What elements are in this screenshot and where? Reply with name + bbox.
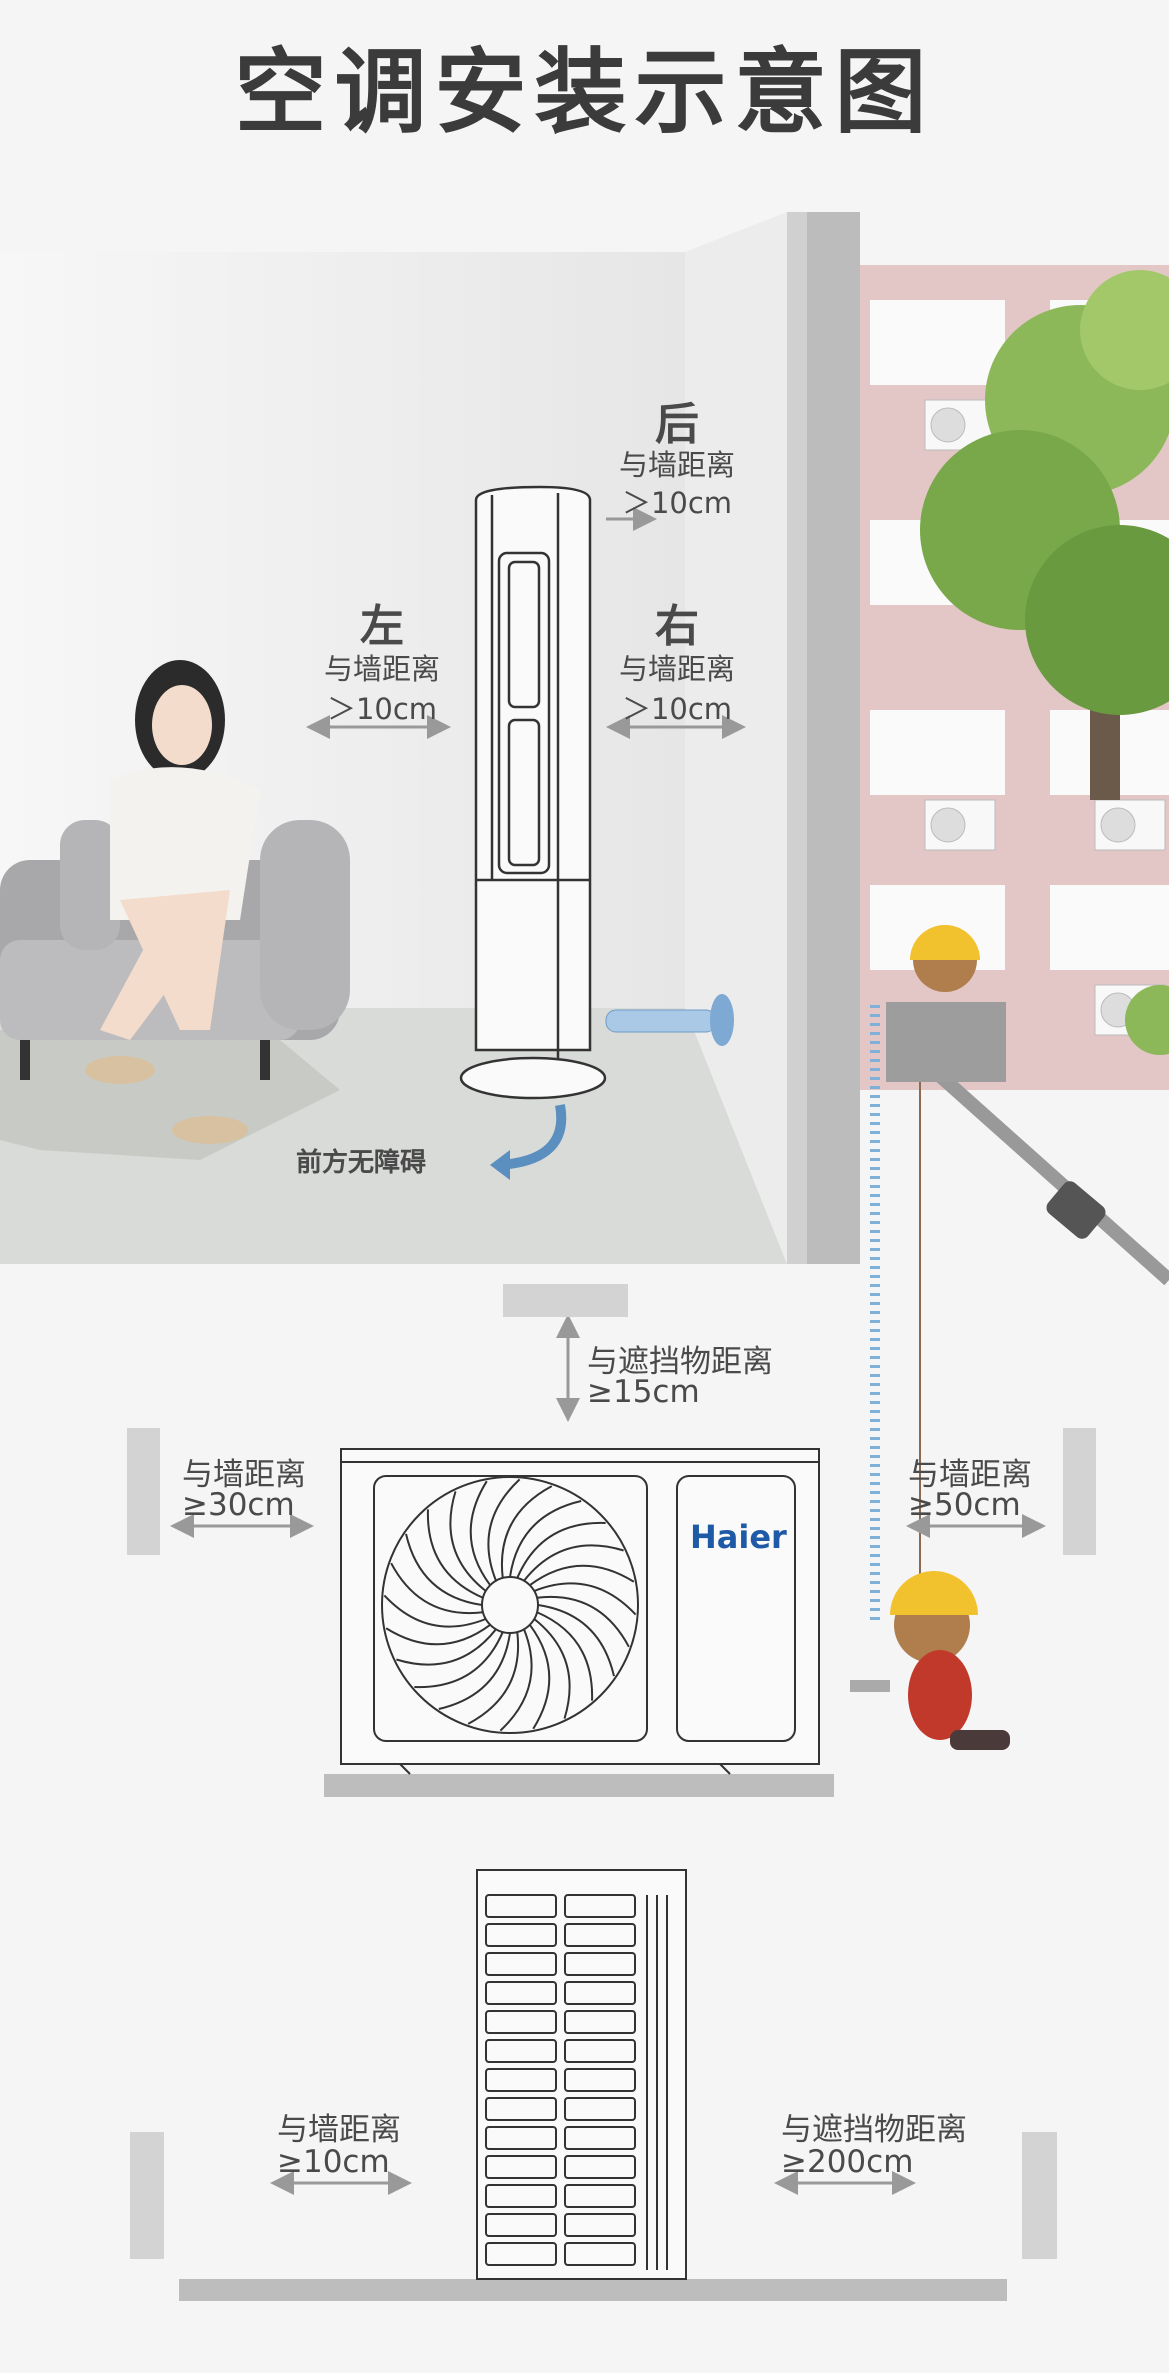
fan-blade [500,1485,553,1579]
grille-slot [485,2068,557,2092]
grille-slot [485,1952,557,1976]
grille-slot [564,2213,636,2237]
fan-blade [533,1582,637,1616]
room [0,212,860,1264]
split-top-label: 与遮挡物距离 [587,1344,773,1380]
left-label: 与墙距离 [323,652,440,686]
back-value: ＞10cm [621,486,733,520]
fan-blade [405,1533,483,1606]
outdoor-vrf-unit [476,1869,687,2280]
indoor-tower-unit [459,485,607,1100]
right-direction: 右 [655,601,699,652]
fan-blade [536,1595,630,1648]
vrf-right-value: ≥200cm [781,2144,914,2180]
grille-slot [564,2242,636,2266]
vrf-right-label: 与遮挡物距离 [781,2112,967,2148]
grille-slot [485,2213,557,2237]
grille-slot [564,1894,636,1918]
grille-slot [564,2184,636,2208]
fan-blade [467,1631,520,1725]
wall-section [807,212,860,1264]
fan-blade [537,1604,615,1677]
grille-slot [485,2010,557,2034]
fan-blade [533,1618,571,1719]
fan-blade [390,1562,484,1615]
haier-logo: Haier [690,1518,787,1556]
vrf-left-value: ≥10cm [277,2144,390,2180]
fan-blade [396,1628,497,1666]
fan-blade [449,1491,487,1592]
grille-slot [485,2184,557,2208]
split-left-value: ≥30cm [182,1487,295,1523]
split-top-value: ≥15cm [587,1374,700,1410]
fan-blade [469,1480,492,1586]
back-direction: 后 [655,399,699,450]
front-label: 前方无障碍 [296,1148,427,1178]
obstacles [127,1284,1096,2301]
page-title: 空调安装示意图 [234,39,935,146]
vrf-left-label: 与墙距离 [277,2112,401,2148]
fan-blade [414,1631,504,1689]
grille-slot [485,2039,557,2063]
fan-blade [509,1500,582,1578]
outdoor-split-unit [340,1448,820,1775]
grille-slot [485,1981,557,2005]
fan-blade [516,1521,606,1579]
fan-blade [528,1624,551,1730]
fan-blade [536,1611,594,1701]
wall-pipe [605,1009,717,1033]
grille-slot [564,1981,636,2005]
fan-blade [499,1628,533,1732]
worker [850,1571,1010,1750]
grille-slot [564,2010,636,2034]
wall-edge [787,212,807,1264]
fan-blade [385,1623,491,1646]
split-left-label: 与墙距离 [182,1457,306,1493]
grille-slot [564,1952,636,1976]
tree [920,270,1169,1055]
fan-blade [383,1594,487,1628]
right-value: ＞10cm [621,692,733,726]
grille-slot [564,1923,636,1947]
grille-slot [564,2126,636,2150]
grille-slot [564,2039,636,2063]
left-direction: 左 [360,601,404,652]
grille-slot [485,2126,557,2150]
grille-slot [485,2097,557,2121]
woman [85,660,260,1144]
grille-slot [485,2155,557,2179]
grille-slot [485,1923,557,1947]
grille-slot [485,1894,557,1918]
back-label: 与墙距离 [618,448,735,482]
front-arrow [499,1104,567,1170]
fan-blade [529,1564,635,1587]
grille-slot [564,2155,636,2179]
dimension-arrows [170,507,1046,2195]
fan-blade [426,1509,484,1599]
right-label: 与墙距离 [618,652,735,686]
split-right-value: ≥50cm [908,1487,1021,1523]
fan-blade [523,1544,624,1582]
fan-blade [438,1632,511,1710]
grille-slot [564,2097,636,2121]
fan-blade [487,1478,521,1582]
left-value: ＞10cm [326,692,438,726]
split-right-label: 与墙距离 [908,1457,1032,1493]
grille-slot [485,2242,557,2266]
lift-platform [886,925,1169,1286]
grille-slot [564,2068,636,2092]
